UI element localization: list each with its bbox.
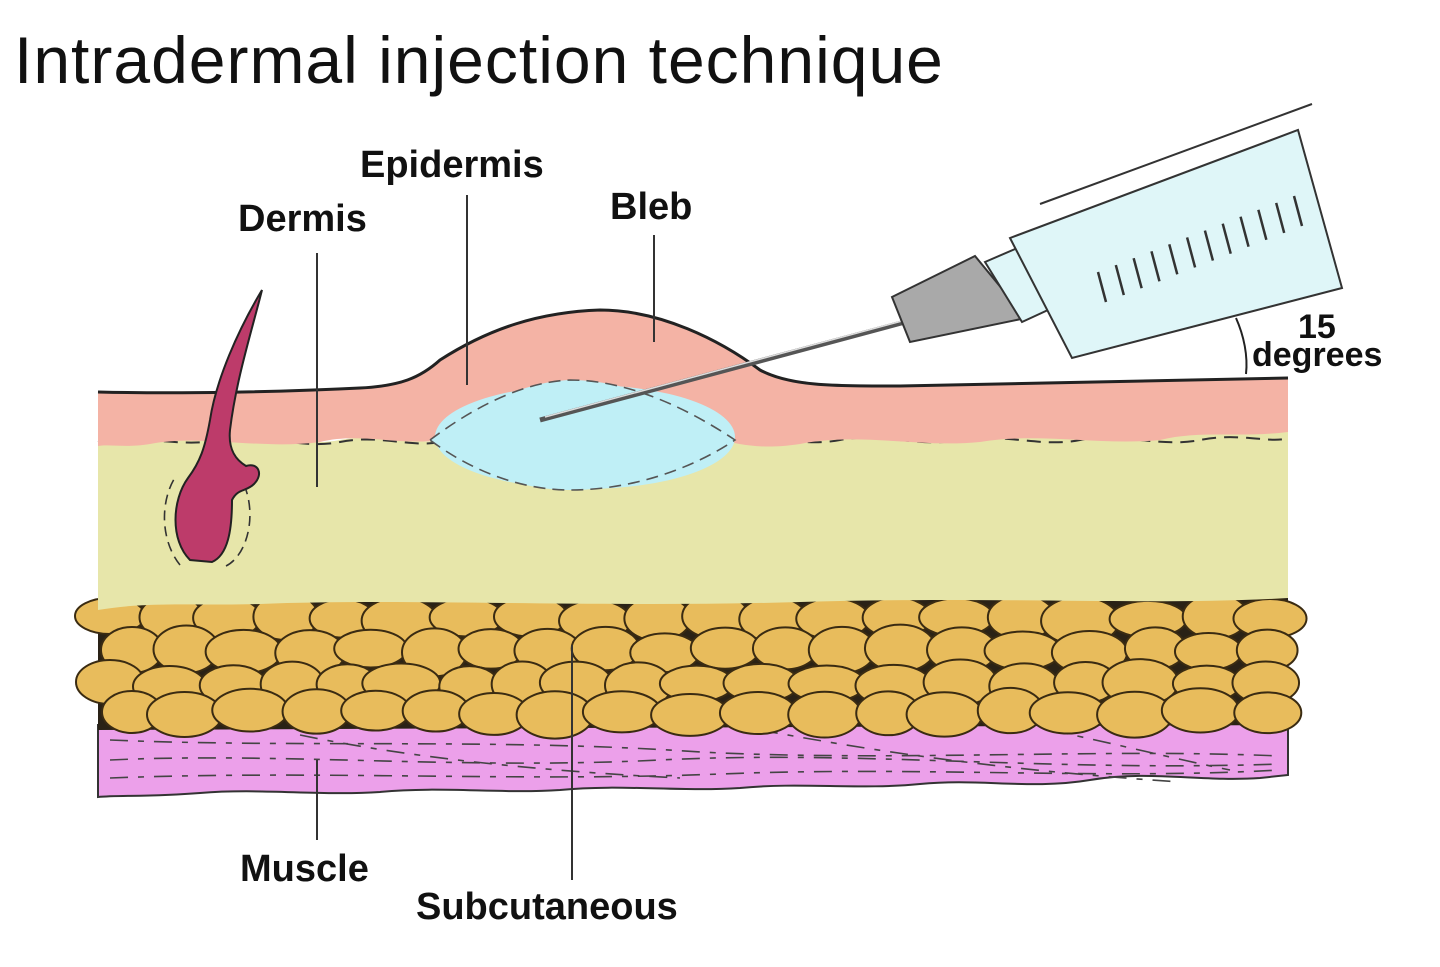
fat-cell bbox=[1233, 691, 1303, 735]
syringe-tick bbox=[1096, 271, 1108, 303]
syringe-tick bbox=[1257, 209, 1268, 241]
fat-cell bbox=[650, 693, 730, 737]
leader-lines bbox=[316, 195, 655, 880]
fat-cell bbox=[905, 691, 984, 738]
label-angle-unit: degrees bbox=[1252, 336, 1383, 374]
syringe-tick bbox=[1114, 264, 1126, 296]
syringe-tick bbox=[1203, 230, 1215, 261]
fat-cell bbox=[718, 690, 798, 736]
syringe-barrel bbox=[1008, 128, 1344, 360]
label-bleb: Bleb bbox=[610, 186, 693, 228]
fat-cell bbox=[333, 628, 409, 669]
fat-cell bbox=[1160, 687, 1240, 734]
fat-cell bbox=[515, 690, 595, 740]
label-muscle: Muscle bbox=[240, 848, 369, 890]
syringe-tick bbox=[1221, 223, 1232, 254]
syringe-tick bbox=[1168, 244, 1179, 275]
fat-cell bbox=[689, 626, 761, 670]
syringe-tick bbox=[1239, 216, 1250, 248]
label-angle-value: 15 bbox=[1298, 308, 1336, 346]
bleb-outline bbox=[428, 379, 737, 491]
subcutaneous-fat-layer bbox=[74, 592, 1308, 740]
syringe-tick bbox=[1274, 202, 1286, 234]
muscle-layer bbox=[97, 718, 1289, 799]
label-subcutaneous: Subcutaneous bbox=[416, 886, 678, 928]
syringe-tick bbox=[1132, 257, 1143, 289]
fat-cell bbox=[281, 688, 352, 735]
page-title: Intradermal injection technique bbox=[14, 23, 944, 97]
fat-cell bbox=[340, 689, 412, 732]
angle-arc bbox=[1235, 317, 1248, 375]
syringe-tick bbox=[1150, 250, 1161, 282]
fat-cell bbox=[146, 691, 223, 738]
fat-cell bbox=[211, 687, 289, 733]
syringe-tick bbox=[1185, 237, 1197, 268]
label-dermis: Dermis bbox=[238, 198, 367, 240]
fat-cell bbox=[1096, 690, 1174, 739]
fat-cell bbox=[581, 690, 662, 734]
fat-cell bbox=[1173, 631, 1244, 672]
label-epidermis: Epidermis bbox=[360, 144, 544, 186]
fat-cell bbox=[787, 690, 863, 739]
fat-cell bbox=[1028, 691, 1108, 735]
syringe-tick bbox=[1292, 195, 1304, 227]
hair-follicle bbox=[163, 289, 263, 567]
syringe bbox=[539, 103, 1344, 423]
needle bbox=[539, 319, 906, 423]
